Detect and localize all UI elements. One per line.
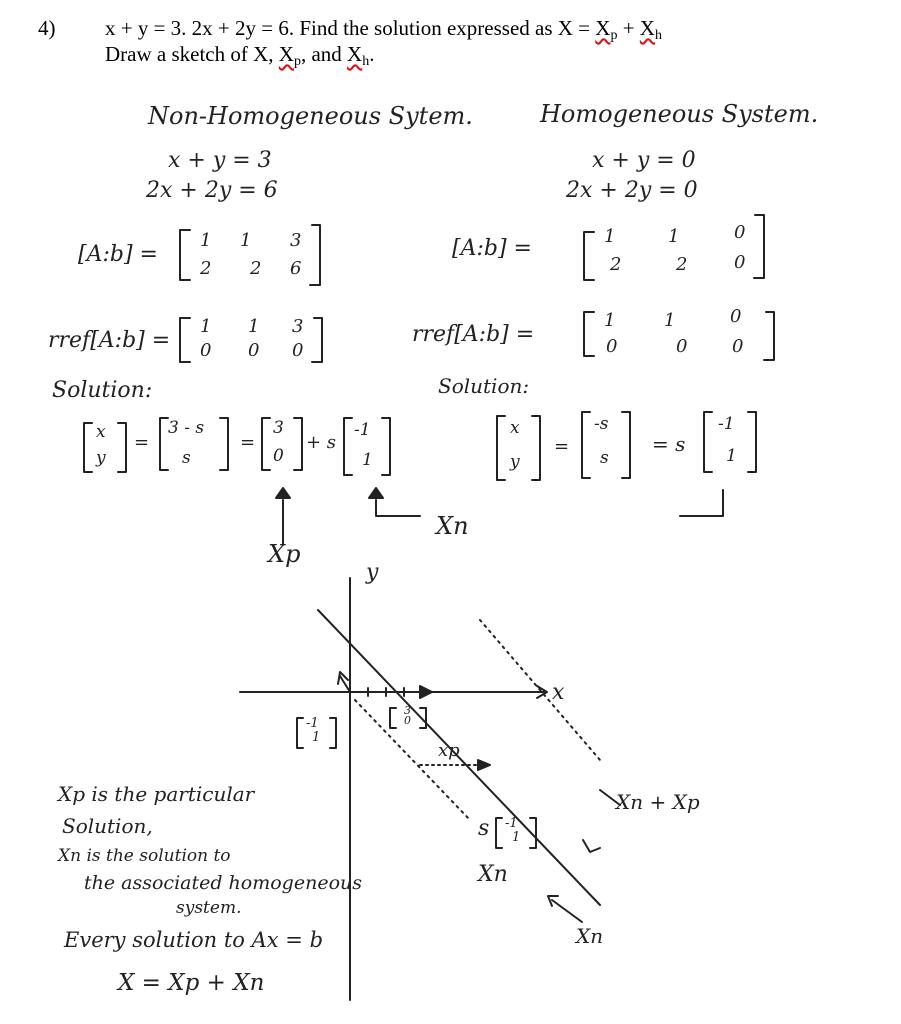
right-aug-r1c3: 0: [734, 222, 746, 243]
graph-xh-bottom: Xn: [576, 924, 604, 948]
problem-number: 4): [38, 16, 56, 40]
note-line-4: the associated homogeneous: [84, 872, 362, 894]
left-rref-label: rref[A:b] =: [48, 328, 171, 353]
plus-sign: +: [617, 16, 640, 40]
note-line-3: Xn is the solution to: [58, 846, 231, 866]
graph-xh-mid: Xn: [478, 862, 508, 887]
left-rref-r1c2: 1: [248, 316, 260, 337]
note-line-7: X = Xp + Xn: [118, 970, 265, 996]
left-vec-y: y: [96, 448, 106, 468]
right-param-1: -s: [594, 414, 609, 434]
left-rref-r1c1: 1: [200, 316, 212, 337]
graph-vec-left-1: -1: [306, 716, 319, 731]
left-rref-r2c2: 0: [248, 340, 260, 361]
xp-symbol-2: Xp: [278, 42, 301, 69]
graph-y-label: y: [366, 560, 379, 585]
right-eq-1: x + y = 0: [592, 148, 696, 173]
right-rref-r2c2: 0: [676, 336, 688, 357]
graph-s-vec-1: -1: [505, 816, 518, 831]
left-eq-2: 2x + 2y = 6: [146, 178, 278, 203]
xh-symbol: Xh: [639, 16, 662, 43]
right-eq-sign-1: =: [554, 436, 570, 457]
right-rref-r1c1: 1: [604, 310, 616, 331]
right-param-2: s: [600, 448, 609, 468]
right-equals-s: = s: [652, 432, 686, 456]
graph-vec-right-2: 0: [404, 714, 411, 727]
graph-s-vec-2: 1: [512, 830, 521, 845]
problem-line-1: x + y = 3. 2x + 2y = 6. Find the solutio…: [105, 16, 662, 44]
left-param-2: s: [182, 448, 191, 468]
right-heading: Homogeneous System.: [540, 100, 819, 128]
right-aug-label: [A:b] =: [452, 236, 532, 261]
left-rref-r2c3: 0: [292, 340, 304, 361]
note-line-5: system.: [176, 898, 242, 918]
left-eq-1: x + y = 3: [168, 148, 272, 173]
right-rref-r2c1: 0: [606, 336, 618, 357]
right-vec-x: x: [510, 418, 520, 438]
left-aug-row-1: 1: [200, 230, 212, 251]
left-plus-s: + s: [306, 432, 337, 453]
left-aug-r2c3: 6: [290, 258, 302, 279]
graph-xp-label: xp: [438, 740, 460, 761]
right-aug-r2c3: 0: [734, 252, 746, 273]
left-dir-2: 1: [362, 450, 373, 470]
left-param-1: 3 - s: [168, 418, 205, 438]
right-dir-2: 1: [726, 446, 737, 466]
left-aug-label: [A:b] =: [78, 242, 158, 267]
graph-vec-left-2: 1: [312, 730, 321, 745]
problem-line-2: Draw a sketch of X, Xp, and Xh.: [105, 42, 375, 69]
right-eq-2: 2x + 2y = 0: [566, 178, 698, 203]
note-line-2: Solution,: [62, 814, 153, 838]
xh-symbol-2: Xh: [347, 42, 370, 69]
xp-symbol: Xp: [595, 16, 618, 43]
left-aug-r2c2: 2: [250, 258, 262, 279]
left-xp-label: Xp: [268, 540, 301, 568]
left-xp-2: 0: [273, 446, 284, 466]
right-xh-label: Xn: [436, 512, 469, 540]
left-aug-r2c1: 2: [200, 258, 212, 279]
right-rref-r1c2: 1: [664, 310, 676, 331]
left-heading: Non-Homogeneous Sytem.: [148, 102, 473, 130]
right-solution-label: Solution:: [438, 374, 530, 398]
and-text: , and: [300, 42, 348, 66]
left-aug-r1c2: 1: [240, 230, 252, 251]
left-eq-sign-1: =: [134, 432, 150, 453]
graph-xh-plus-xp: Xn + Xp: [616, 790, 700, 814]
left-eq-sign-2: =: [240, 432, 256, 453]
left-vec-x: x: [96, 422, 106, 442]
right-rref-r1c3: 0: [730, 306, 742, 327]
left-aug-r1c3: 3: [290, 230, 302, 251]
left-rref-r1c3: 3: [292, 316, 304, 337]
note-line-1: Xp is the particular: [58, 782, 255, 806]
right-aug-r2c2: 2: [676, 254, 688, 275]
right-rref-r2c3: 0: [732, 336, 744, 357]
sketch-text: Draw a sketch of X,: [105, 42, 279, 66]
right-aug-r1c1: 1: [604, 226, 616, 247]
left-solution-label: Solution:: [52, 378, 153, 403]
graph-x-label: x: [552, 680, 565, 705]
right-dir-1: -1: [718, 414, 735, 434]
left-xp-1: 3: [273, 418, 284, 438]
right-aug-r1c2: 1: [668, 226, 680, 247]
problem-text: x + y = 3. 2x + 2y = 6. Find the solutio…: [105, 16, 596, 40]
note-line-6: Every solution to Ax = b: [64, 928, 324, 952]
right-vec-y: y: [510, 452, 520, 472]
left-rref-r2c1: 0: [200, 340, 212, 361]
graph-vec-right-1: 3: [404, 704, 411, 717]
graph-s-label: s: [478, 816, 490, 841]
right-rref-label: rref[A:b] =: [412, 322, 535, 347]
left-dir-1: -1: [354, 420, 371, 440]
right-aug-r2c1: 2: [610, 254, 622, 275]
